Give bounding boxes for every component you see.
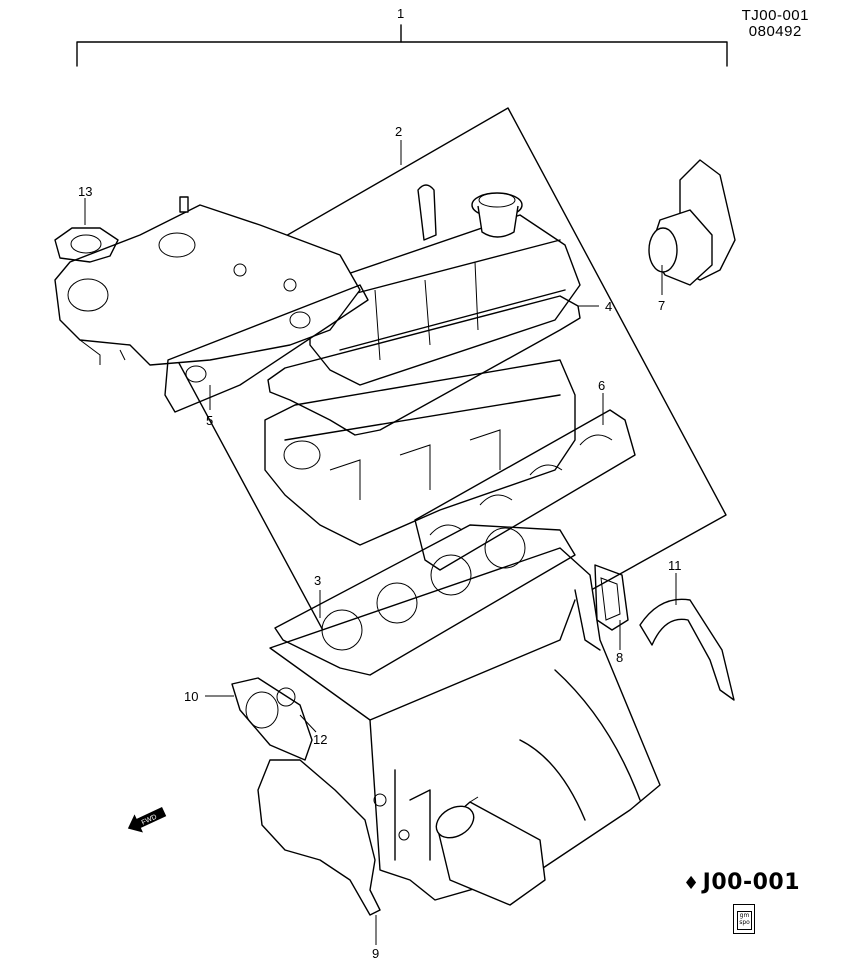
forward-arrow: FWD — [127, 807, 167, 833]
callout-4: 4 — [605, 299, 612, 314]
callout-labels: 1 2 13 4 7 6 5 11 3 8 10 12 9 — [78, 6, 682, 960]
kit-boundary-outline — [151, 107, 727, 715]
callout-11: 11 — [668, 558, 682, 573]
callout-7: 7 — [658, 298, 665, 313]
callout-1: 1 — [397, 6, 404, 21]
timing-cover-gasket — [639, 598, 735, 701]
reference-code: TJ00-001 — [741, 7, 809, 24]
valve-cover-gasket — [267, 295, 581, 436]
callout-leaders — [84, 140, 677, 945]
gm-spo-logo: gm spo — [733, 904, 755, 934]
callout-10: 10 — [184, 689, 198, 704]
reference-date: 080492 — [748, 23, 802, 40]
engine-block — [269, 547, 661, 901]
callout-13: 13 — [78, 184, 92, 199]
diamond-icon: ♦ — [683, 873, 700, 894]
cylinder-head — [264, 359, 576, 546]
oil-filter — [435, 796, 546, 906]
intake-manifold-gasket — [164, 284, 369, 413]
callout-2: 2 — [395, 124, 402, 139]
callout-5: 5 — [206, 413, 213, 428]
exhaust-manifold-gasket — [414, 409, 636, 571]
callout-6: 6 — [598, 378, 605, 393]
diagram-code-text: J00-001 — [702, 870, 800, 895]
logo-line-1: gm — [739, 912, 750, 919]
water-outlet-gasket — [54, 227, 119, 263]
callout-12: 12 — [313, 732, 327, 747]
thermostat-housing — [648, 159, 736, 286]
valve-cover — [309, 184, 581, 386]
callout-3: 3 — [314, 573, 321, 588]
forward-arrow-label: FWD — [141, 814, 158, 827]
logo-line-2: spo — [739, 919, 750, 926]
oil-pump-gasket — [257, 759, 381, 916]
side-cover-gasket — [594, 564, 629, 631]
intake-manifold — [54, 196, 361, 366]
diagram-code: ♦J00-001 — [683, 870, 800, 895]
cylinder-head-gasket — [274, 524, 576, 676]
water-pump-gasket — [231, 677, 313, 761]
kit-bracket — [76, 24, 728, 67]
callout-9: 9 — [372, 946, 379, 960]
reference-number: TJ00-001 080492 — [742, 8, 809, 40]
callout-8: 8 — [616, 650, 623, 665]
